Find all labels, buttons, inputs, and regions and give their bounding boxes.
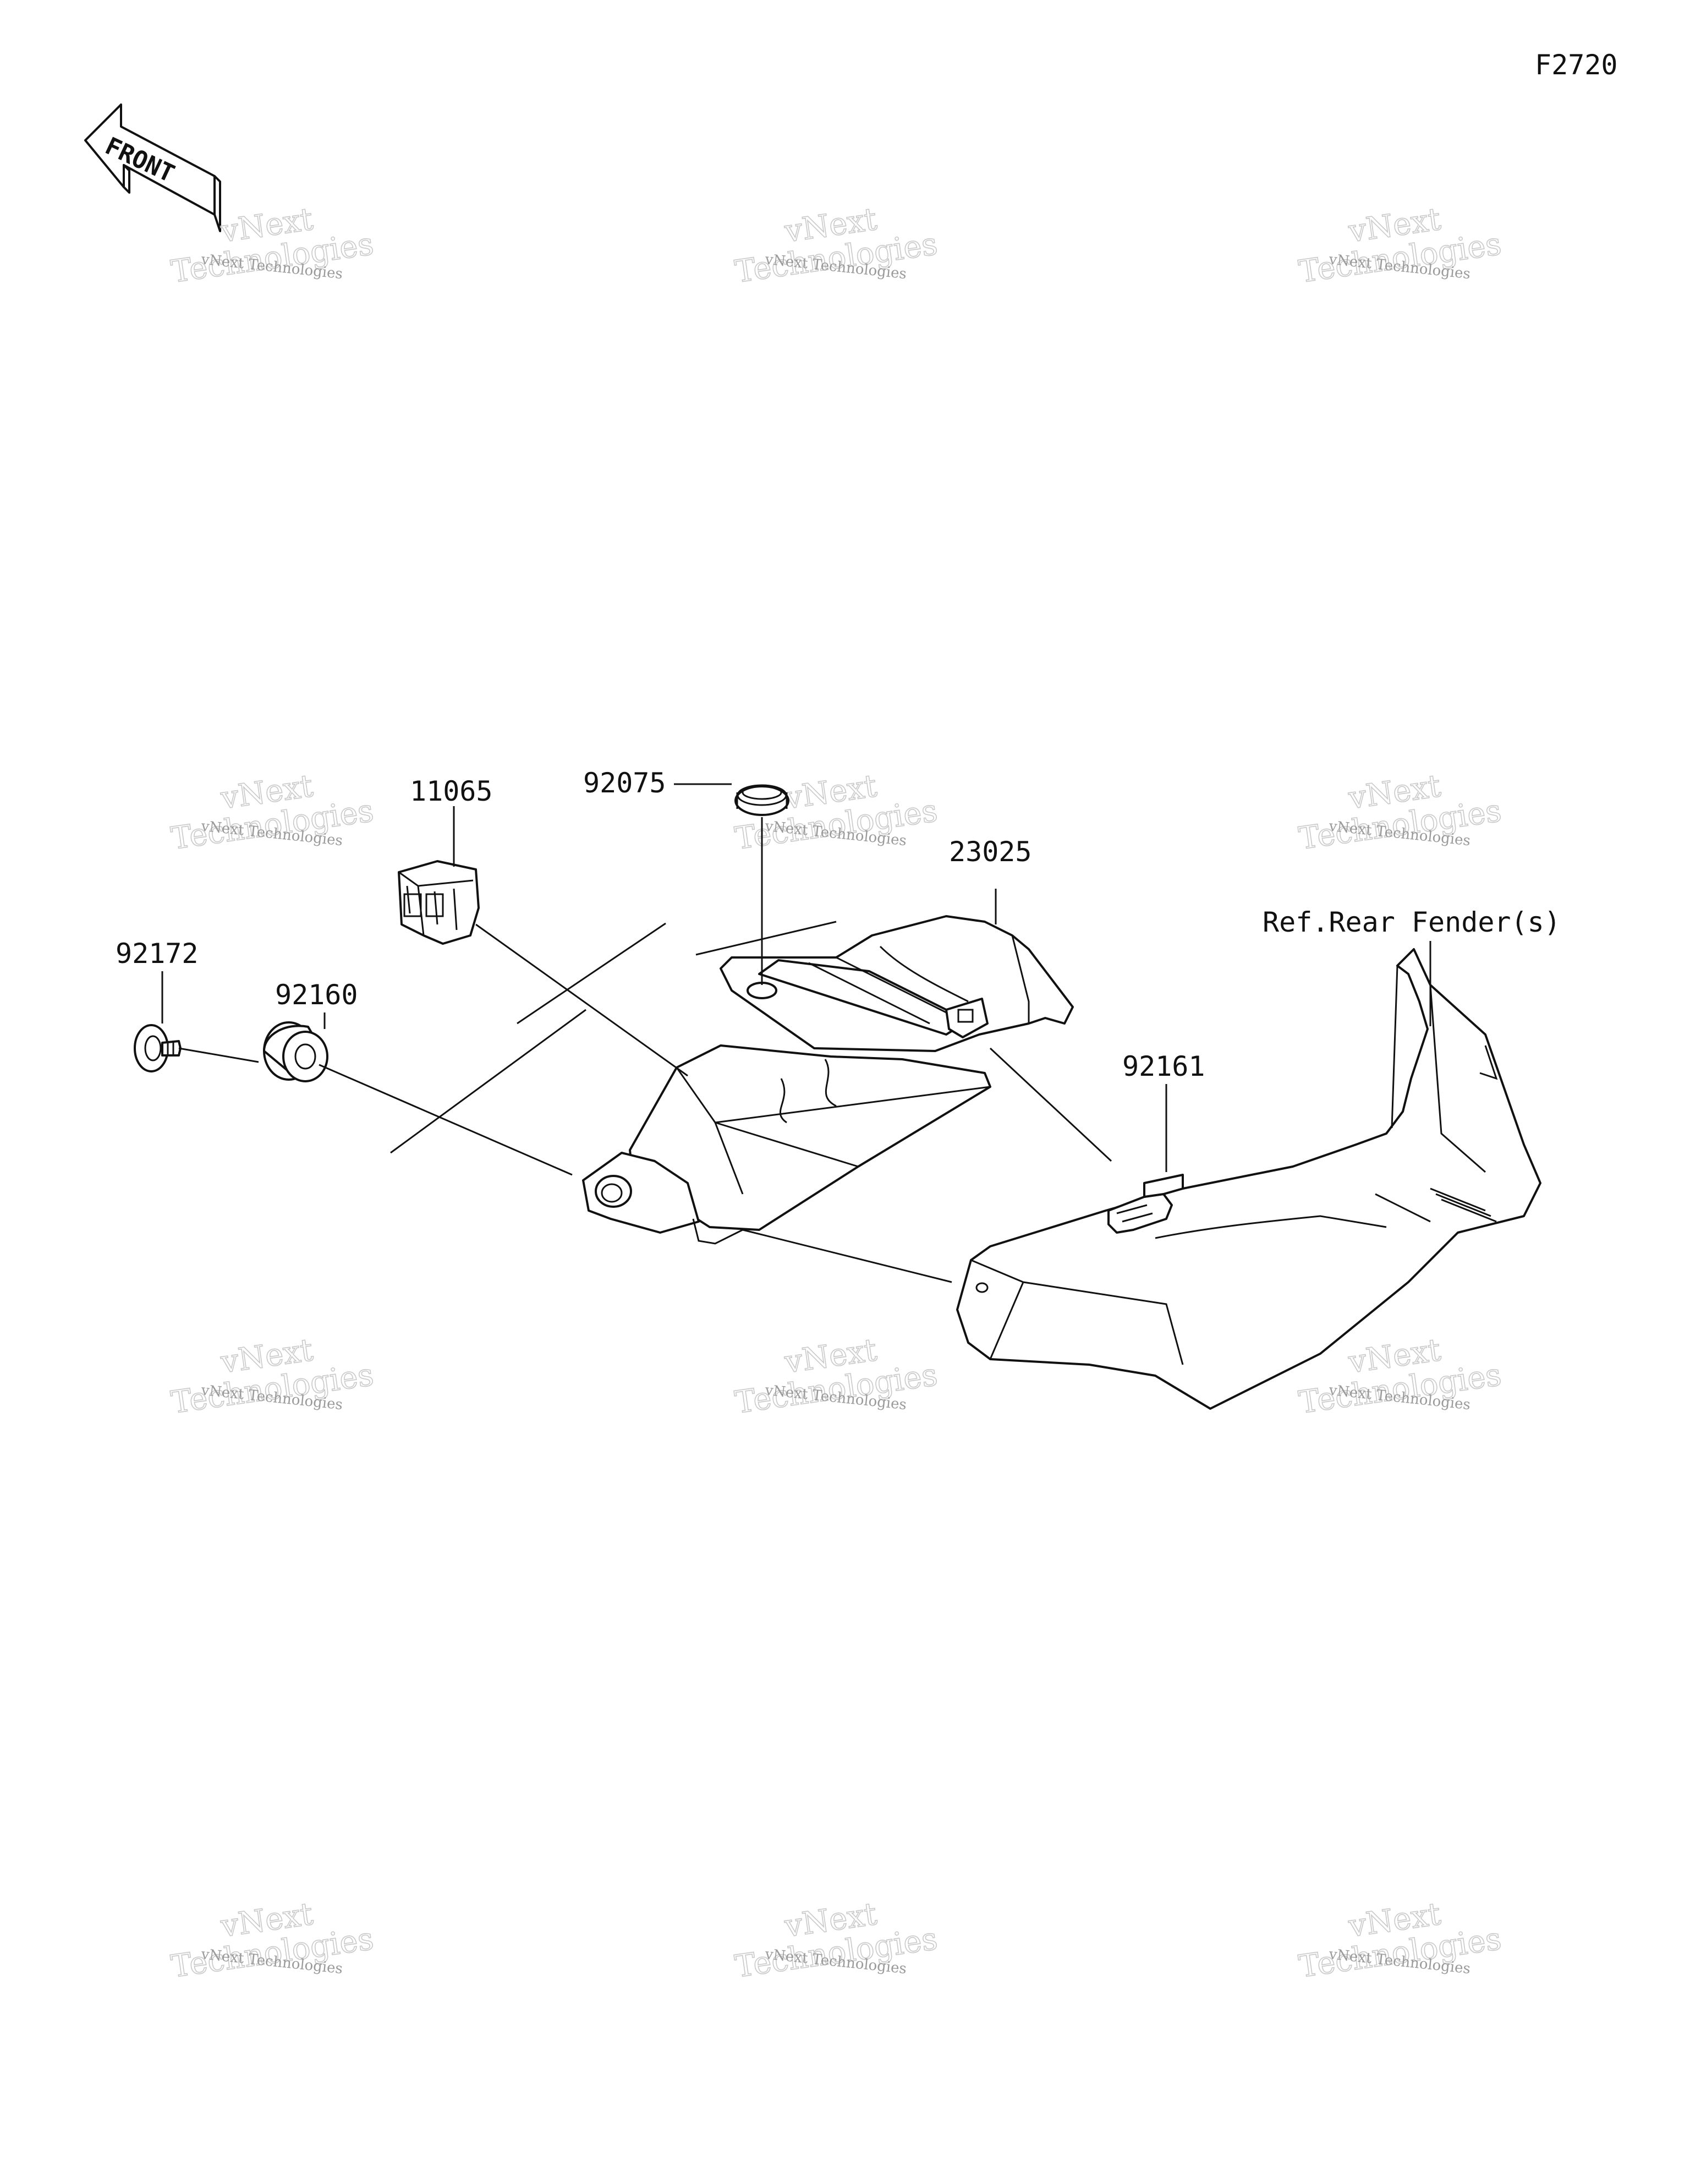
bolt-92172 [134, 1024, 182, 1072]
front-arrow-icon: FRONT [84, 103, 221, 232]
watermark: vNext Technologies vNext Technologies [732, 1896, 940, 1985]
watermark: vNext Technologies vNext Technologies [1296, 201, 1504, 291]
grommet-92160 [263, 1021, 328, 1082]
grommet-92075 [734, 784, 789, 816]
assembly-guide-lines [390, 921, 837, 1154]
lamp-bracket-23025 [582, 915, 1074, 1245]
watermark: vNext Technologies vNext Technologies [168, 1332, 376, 1421]
watermark: vNext Technologies vNext Technologies [732, 201, 940, 291]
watermark: vNext Technologies vNext Technologies [732, 768, 940, 857]
leader-lines [161, 783, 1431, 1283]
connector-11065 [398, 860, 480, 945]
watermark: vNext Technologies vNext Technologies [732, 1332, 940, 1421]
watermark: vNext Technologies vNext Technologies [168, 1896, 376, 1985]
watermark: vNext Technologies vNext Technologies [1296, 768, 1504, 857]
label-92075: 92075 [583, 767, 666, 799]
clip-92161 [1107, 1174, 1184, 1234]
watermark: vNext Technologies vNext Technologies [168, 768, 376, 857]
label-92172: 92172 [116, 938, 199, 970]
label-92160: 92160 [275, 979, 358, 1011]
diagram-code: F2720 [1535, 49, 1618, 81]
label-92161: 92161 [1122, 1050, 1205, 1082]
watermark: vNext Technologies vNext Technologies [168, 201, 376, 291]
watermark: vNext Technologies vNext Technologies [1296, 1896, 1504, 1985]
part-labels: 11065 92075 23025 Ref.Rear Fender(s) 921… [116, 767, 1561, 1082]
label-ref-rear-fender: Ref.Rear Fender(s) [1263, 906, 1561, 938]
label-23025: 23025 [949, 836, 1032, 868]
label-11065: 11065 [410, 775, 493, 807]
